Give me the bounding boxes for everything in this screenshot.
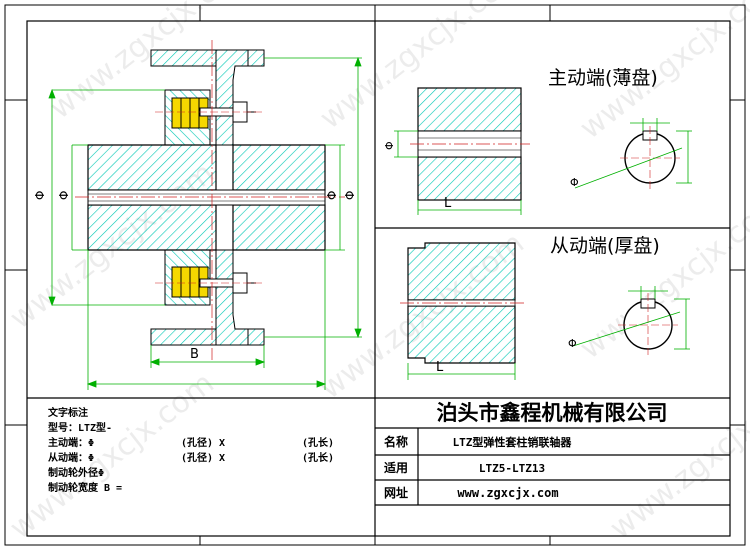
main-dimensions <box>48 56 362 390</box>
watermark: www.zgxcjx.com <box>603 366 750 547</box>
drive-end-title: 主动端(薄盘) <box>548 67 658 89</box>
title-row-value: LTZ型弹性套柱销联轴器 <box>453 435 573 449</box>
title-row-value: LTZ5-LTZ13 <box>479 462 545 475</box>
drive-end-bore-view <box>574 118 692 190</box>
length-label: L <box>444 196 452 211</box>
notes-drive-end-length: (孔长) <box>302 436 334 449</box>
company-name: 泊头市鑫程机械有限公司 <box>437 401 668 425</box>
bore-diameter-label: Φ <box>570 176 579 189</box>
title-row-label: 适用 <box>384 460 408 475</box>
sheet-border <box>4 4 746 546</box>
title-block <box>375 427 730 506</box>
width-label: B <box>190 347 199 362</box>
notes-driven-end-label: 从动端：Φ <box>48 451 94 464</box>
diameter-label: Φ <box>57 191 71 200</box>
notes-driven-end-length: (孔长) <box>302 451 334 464</box>
drive-end-section <box>410 87 530 201</box>
notes-block: 文字标注 型号：LTZ型- 主动端：Φ (孔径) X (孔长) 从动端：Φ (孔… <box>48 406 334 494</box>
driven-end-title: 从动端(厚盘) <box>550 235 660 257</box>
elastic-sleeve-top <box>171 97 256 129</box>
notes-brake-width: 制动轮宽度 B = <box>48 481 122 494</box>
drive-end-dimensions <box>394 130 522 215</box>
length-label: L <box>436 360 444 375</box>
panel-dividers <box>27 21 730 536</box>
notes-drive-end-label: 主动端：Φ <box>48 436 94 449</box>
notes-drive-end-bore: (孔径) X <box>181 436 225 449</box>
diameter-label: Φ <box>343 191 357 200</box>
driven-end-bore-view <box>572 286 690 355</box>
driven-end-dimensions <box>407 363 516 380</box>
notes-brake-diameter: 制动轮外径Φ <box>48 466 104 479</box>
main-dimension-labels: Φ Φ Φ Φ B <box>33 191 357 362</box>
driven-end-section <box>400 242 525 364</box>
notes-title: 文字标注 <box>48 406 88 419</box>
title-row-label: 网址 <box>384 485 408 500</box>
notes-driven-end-bore: (孔径) X <box>181 451 225 464</box>
elastic-sleeve-bottom <box>171 266 256 298</box>
diameter-label: Φ <box>33 191 47 200</box>
title-row-label: 名称 <box>384 434 408 449</box>
coupling-assembly-section <box>75 40 345 360</box>
diameter-label: Φ <box>325 191 339 200</box>
notes-model: 型号：LTZ型- <box>48 421 112 434</box>
bore-diameter-label: Φ <box>568 337 577 350</box>
bore-diameter-label: Φ <box>383 141 396 150</box>
website-link[interactable]: www.zgxcjx.com <box>457 486 558 500</box>
